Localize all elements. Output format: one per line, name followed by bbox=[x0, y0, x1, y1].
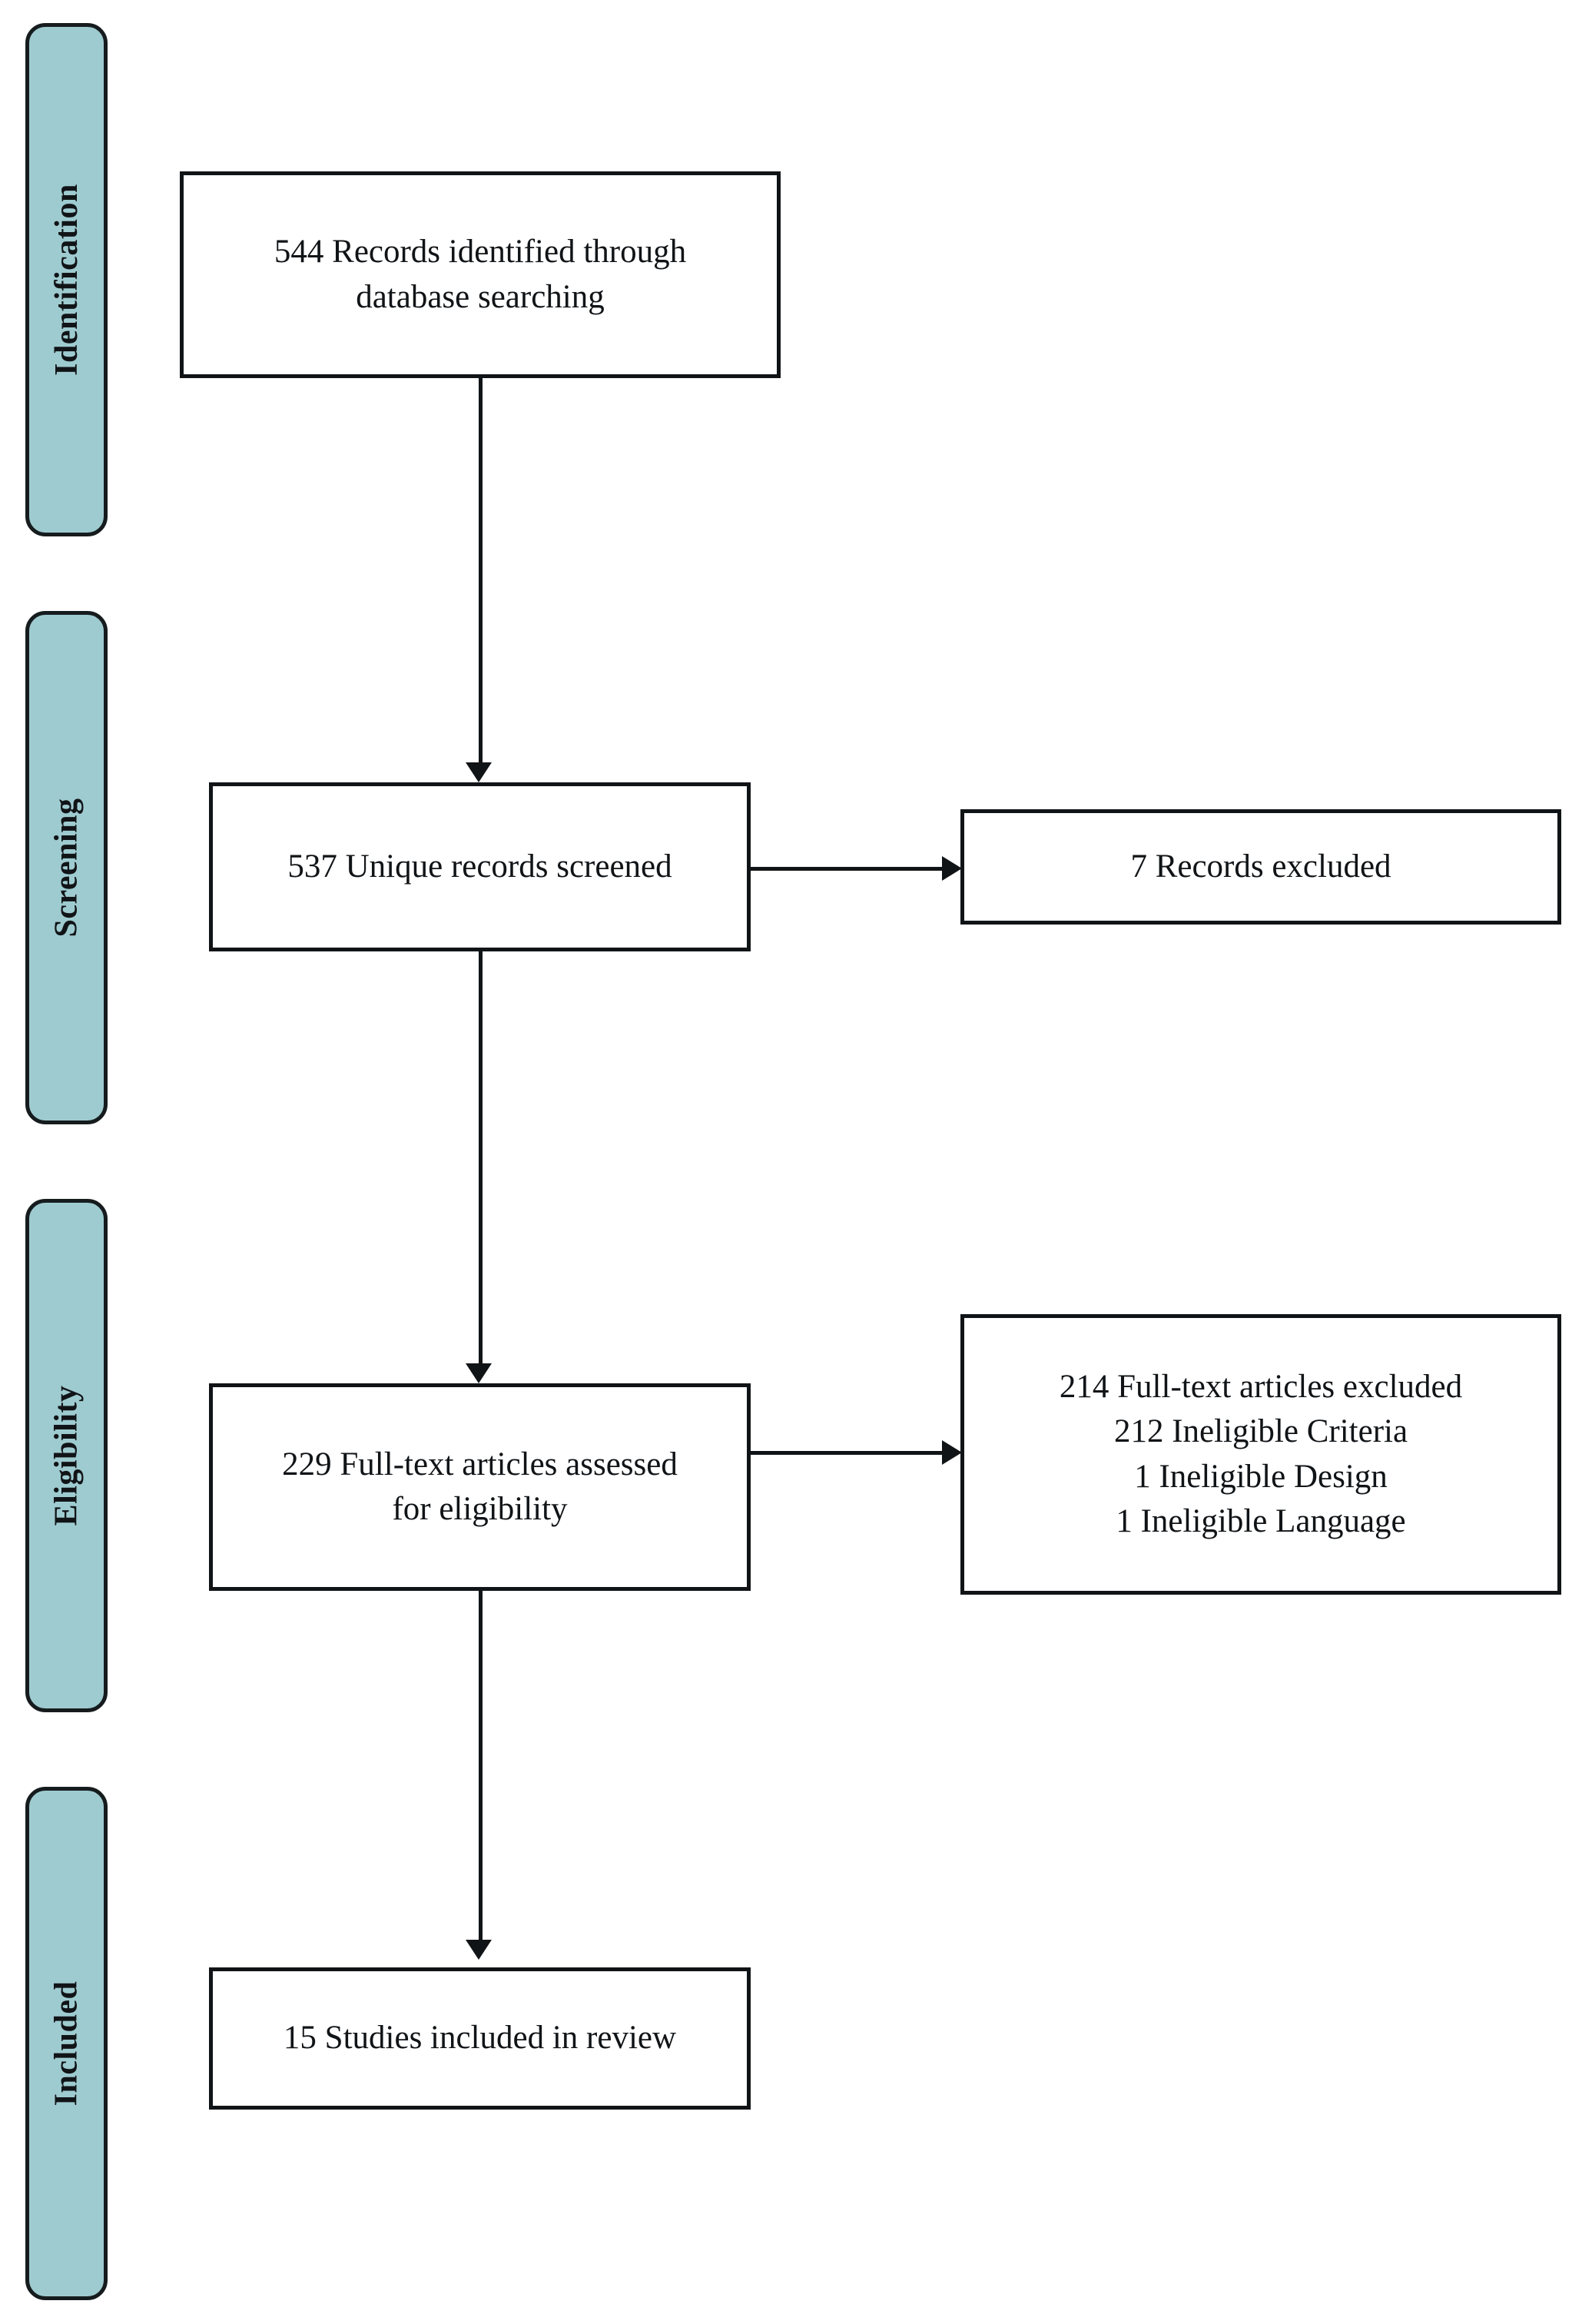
stage-label-eligibility: Eligibility bbox=[48, 1385, 85, 1526]
box-records-identified-line-1: 544 Records identified through bbox=[274, 234, 687, 271]
connector-fulltext-to-excluded bbox=[751, 1451, 947, 1455]
box-records-excluded: 7 Records excluded bbox=[960, 809, 1561, 925]
arrowhead-fulltext-to-excluded bbox=[942, 1440, 962, 1465]
box-fulltext-excluded-line-4: 1 Ineligible Language bbox=[1116, 1502, 1406, 1539]
box-unique-records-screened-line-1: 537 Unique records screened bbox=[287, 848, 672, 885]
connector-screened-to-fulltext bbox=[479, 951, 483, 1370]
box-fulltext-excluded-line-3: 1 Ineligible Design bbox=[1134, 1458, 1388, 1495]
box-fulltext-assessed-line-2: for eligibility bbox=[392, 1491, 568, 1527]
connector-identified-to-screened bbox=[479, 378, 483, 769]
connector-screened-to-excluded bbox=[751, 867, 947, 871]
box-fulltext-excluded-text: 214 Full-text articles excluded 212 Inel… bbox=[1046, 1365, 1476, 1543]
stage-label-identification: Identification bbox=[48, 184, 85, 376]
box-fulltext-excluded-line-1: 214 Full-text articles excluded bbox=[1059, 1369, 1463, 1406]
box-records-excluded-line-1: 7 Records excluded bbox=[1130, 848, 1391, 885]
box-fulltext-assessed-line-1: 229 Full-text articles assessed bbox=[282, 1446, 678, 1482]
box-records-identified: 544 Records identified through database … bbox=[180, 171, 781, 378]
box-studies-included: 15 Studies included in review bbox=[209, 1967, 751, 2110]
box-records-identified-line-2: database searching bbox=[356, 278, 605, 315]
box-records-excluded-text: 7 Records excluded bbox=[1116, 845, 1405, 889]
stage-pill-eligibility: Eligibility bbox=[25, 1199, 108, 1712]
box-fulltext-excluded-line-2: 212 Ineligible Criteria bbox=[1113, 1413, 1408, 1450]
stage-label-included: Included bbox=[48, 1980, 85, 2107]
box-fulltext-assessed-text: 229 Full-text articles assessed for elig… bbox=[268, 1443, 692, 1532]
arrowhead-screened-to-excluded bbox=[942, 856, 962, 881]
box-studies-included-text: 15 Studies included in review bbox=[270, 2016, 690, 2060]
connector-fulltext-to-included bbox=[479, 1591, 483, 1946]
stage-pill-screening: Screening bbox=[25, 611, 108, 1124]
arrowhead-identified-to-screened bbox=[466, 762, 492, 782]
arrowhead-fulltext-to-included bbox=[466, 1940, 492, 1960]
stage-pill-identification: Identification bbox=[25, 23, 108, 536]
box-studies-included-line-1: 15 Studies included in review bbox=[283, 2020, 677, 2057]
stage-pill-included: Included bbox=[25, 1787, 108, 2300]
stage-label-screening: Screening bbox=[48, 798, 85, 938]
box-fulltext-assessed: 229 Full-text articles assessed for elig… bbox=[209, 1383, 751, 1591]
box-records-identified-text: 544 Records identified through database … bbox=[260, 230, 700, 319]
box-unique-records-screened-text: 537 Unique records screened bbox=[274, 845, 685, 889]
box-unique-records-screened: 537 Unique records screened bbox=[209, 782, 751, 951]
arrowhead-screened-to-fulltext bbox=[466, 1363, 492, 1383]
box-fulltext-excluded: 214 Full-text articles excluded 212 Inel… bbox=[960, 1314, 1561, 1595]
